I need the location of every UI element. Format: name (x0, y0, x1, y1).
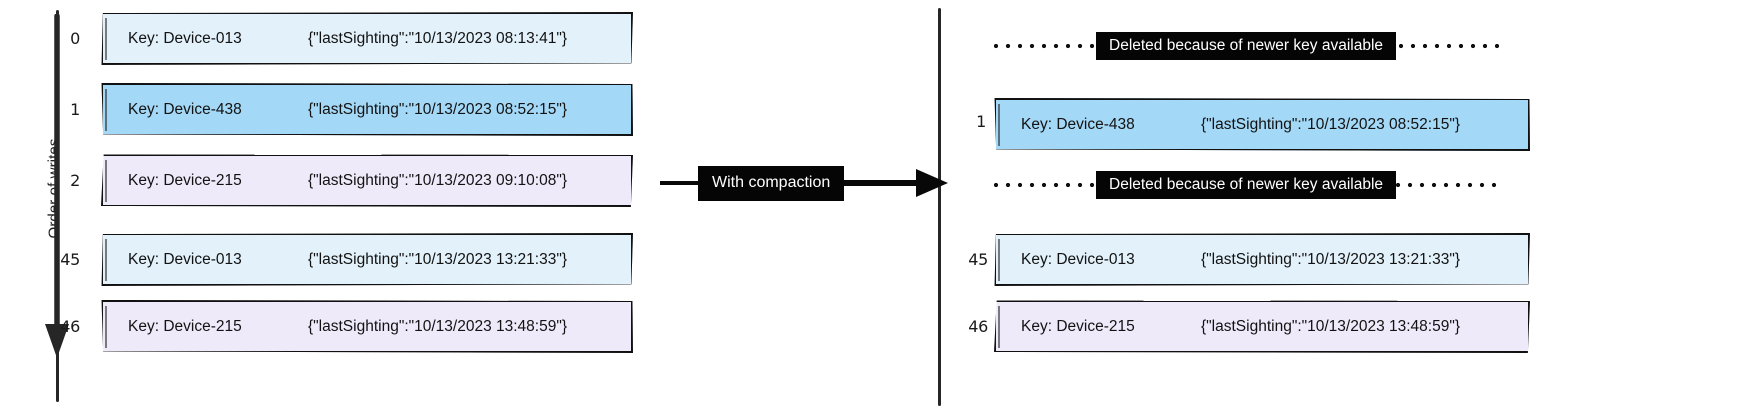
record-key: Key: Device-013 (128, 29, 242, 47)
dotted-line-right (1396, 31, 1503, 61)
record-key: Key: Device-438 (128, 100, 242, 118)
record-value: {"lastSighting":"10/13/2023 09:10:08"} (308, 171, 568, 189)
left-axis-rule (56, 10, 59, 402)
record-key: Key: Device-215 (128, 317, 242, 335)
deleted-annotation-2: Deleted because of newer key available (992, 170, 1497, 200)
dotted-line-left (992, 31, 1096, 61)
deleted-annotation-1: Deleted because of newer key available (992, 31, 1503, 61)
record-key: Key: Device-013 (128, 250, 242, 268)
record-key: Key: Device-215 (128, 171, 242, 189)
record-value: {"lastSighting":"10/13/2023 08:13:41"} (308, 29, 568, 47)
left-row-index-45: 45 (60, 250, 80, 269)
left-row-index-1: 1 (70, 100, 80, 119)
right-record-row-1[interactable]: Key: Device-438 {"lastSighting":"10/13/2… (994, 98, 1530, 151)
record-key: Key: Device-215 (1021, 317, 1135, 335)
dotted-line-left (992, 170, 1096, 200)
left-record-row-45[interactable]: Key: Device-013 {"lastSighting":"10/13/2… (101, 233, 633, 286)
left-record-row-2[interactable]: Key: Device-215 {"lastSighting":"10/13/2… (101, 154, 633, 207)
record-value: {"lastSighting":"10/13/2023 13:48:59"} (308, 317, 568, 335)
left-row-index-0: 0 (70, 29, 80, 48)
right-row-index-46: 46 (968, 317, 988, 336)
right-record-row-45[interactable]: Key: Device-013 {"lastSighting":"10/13/2… (994, 233, 1530, 286)
left-record-row-46[interactable]: Key: Device-215 {"lastSighting":"10/13/2… (101, 300, 633, 353)
record-value: {"lastSighting":"10/13/2023 13:48:59"} (1201, 317, 1461, 335)
record-value: {"lastSighting":"10/13/2023 08:52:15"} (308, 100, 568, 118)
right-panel-divider (938, 8, 941, 406)
record-value: {"lastSighting":"10/13/2023 13:21:33"} (1201, 250, 1461, 268)
right-row-index-1: 1 (976, 112, 986, 131)
connector-line (660, 181, 698, 185)
record-value: {"lastSighting":"10/13/2023 13:21:33"} (308, 250, 568, 268)
left-row-index-2: 2 (70, 171, 80, 190)
with-compaction-label: With compaction (698, 165, 845, 201)
deleted-label: Deleted because of newer key available (1096, 31, 1397, 61)
right-record-row-46[interactable]: Key: Device-215 {"lastSighting":"10/13/2… (994, 300, 1530, 353)
with-compaction-transition: With compaction (660, 160, 996, 206)
left-record-row-1[interactable]: Key: Device-438 {"lastSighting":"10/13/2… (101, 83, 633, 136)
right-arrow-icon (844, 169, 949, 197)
deleted-label: Deleted because of newer key available (1096, 170, 1397, 200)
record-key: Key: Device-013 (1021, 250, 1135, 268)
right-row-index-45: 45 (968, 250, 988, 269)
left-row-index-46: 46 (60, 317, 80, 336)
left-record-row-0[interactable]: Key: Device-013 {"lastSighting":"10/13/2… (101, 12, 633, 65)
record-value: {"lastSighting":"10/13/2023 08:52:15"} (1201, 115, 1461, 133)
dotted-line-right (1396, 170, 1497, 200)
record-key: Key: Device-438 (1021, 115, 1135, 133)
